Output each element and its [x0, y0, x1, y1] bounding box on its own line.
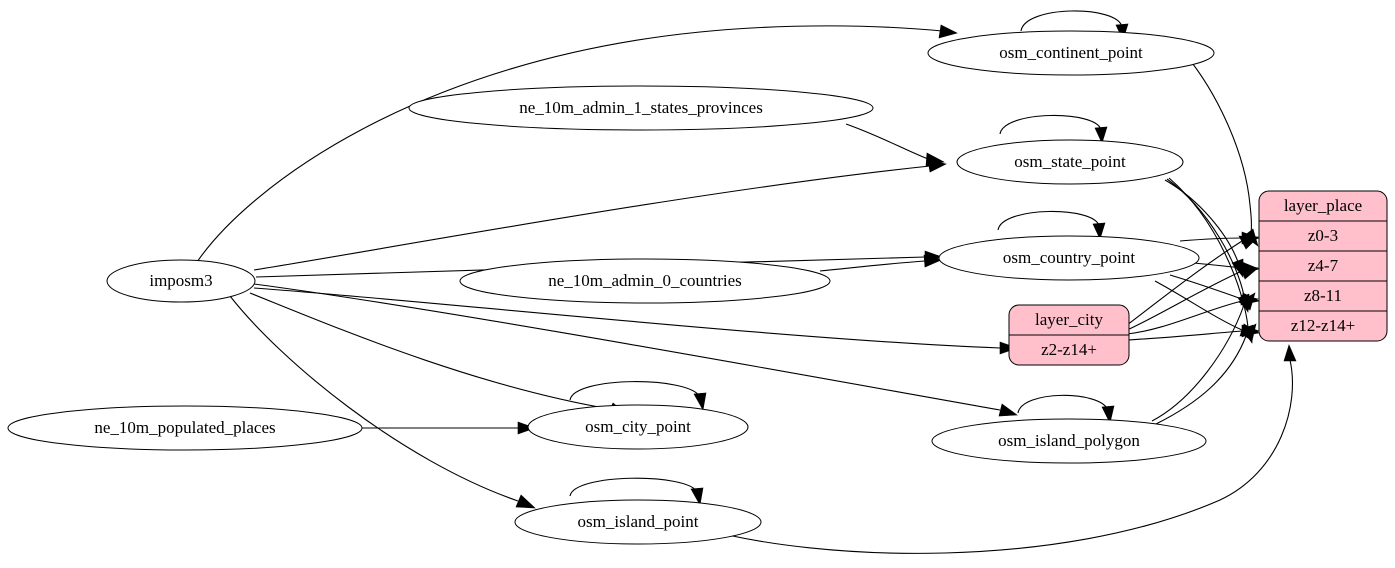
edge-imposm3-to-osm_state_point — [253, 165, 931, 271]
node-osm_city_point-shape[interactable] — [527, 404, 749, 450]
node-osm_state_point-shape[interactable] — [956, 139, 1184, 185]
node-osm_continent_point-shape[interactable] — [927, 30, 1215, 76]
node-osm_country_point[interactable]: osm_country_point — [938, 235, 1200, 281]
node-ne_populated-shape[interactable] — [7, 405, 363, 451]
node-layer: imposm3 ne_10m_admin_1_states_provinces … — [7, 30, 1215, 545]
edge-osm_island_polygon-to-z12-z14 — [1155, 335, 1247, 425]
node-osm_island_polygon[interactable]: osm_island_polygon — [931, 418, 1207, 464]
arrowhead-icon — [925, 152, 945, 167]
node-ne_countries-shape[interactable] — [459, 258, 831, 304]
node-imposm3-shape[interactable] — [106, 259, 256, 303]
node-ne_10m_populated_places[interactable]: ne_10m_populated_places — [7, 405, 363, 451]
arrowhead-icon — [938, 24, 958, 39]
node-osm_island_point[interactable]: osm_island_point — [514, 499, 762, 545]
arrowhead-icon — [1239, 264, 1259, 280]
selfloop-osm_continent_point — [1020, 10, 1123, 32]
edge-layer_city-to-z0-3 — [1126, 240, 1243, 326]
arrowhead-icon — [1101, 405, 1115, 424]
node-osm_island_polygon-shape[interactable] — [931, 418, 1207, 464]
selfloop-osm_island_polygon — [1017, 394, 1109, 414]
arrowhead-icon — [693, 392, 707, 411]
node-osm_continent_point[interactable]: osm_continent_point — [927, 30, 1215, 76]
edge-imposm3-to-layer_city — [253, 287, 1001, 349]
node-layer_place[interactable]: layer_place z0-3 z4-7 z8-11 z12-z14+ — [1258, 190, 1388, 342]
node-osm_country_point-shape[interactable] — [938, 235, 1200, 281]
node-ne_10m_admin_1_states_provinces[interactable]: ne_10m_admin_1_states_provinces — [408, 85, 874, 131]
arrowhead-icon — [1238, 235, 1259, 250]
edge-osm_country_point-to-z0-3 — [1179, 237, 1243, 242]
edge-layer_city-to-z4-7 — [1126, 270, 1243, 331]
node-osm_island_point-shape[interactable] — [514, 499, 762, 545]
selfloop-osm_island_point — [569, 477, 698, 497]
arrowhead-icon — [998, 403, 1018, 417]
edge-osm_state_point-to-z8-11 — [1166, 178, 1245, 297]
arrowhead-icon — [1092, 222, 1106, 240]
edge-imposm3-to-osm_continent_point — [196, 25, 943, 263]
node-ne_states-shape[interactable] — [408, 85, 874, 131]
edge-imposm3-to-osm_island_polygon — [253, 283, 1001, 411]
arrowhead-icon — [1283, 344, 1297, 362]
node-layer_city[interactable]: layer_city z2-z14+ — [1008, 304, 1130, 366]
arrowhead-icon — [690, 487, 704, 506]
selfloop-osm_state_point — [999, 114, 1102, 135]
edge-osm_country_point-to-z8-11 — [1169, 274, 1243, 300]
node-ne_10m_admin_0_countries[interactable]: ne_10m_admin_0_countries — [459, 258, 831, 304]
arrowhead-icon — [515, 494, 536, 509]
edge-layer_city-to-z12-z14 — [1126, 330, 1243, 341]
edge-layer_city-to-z8-11 — [1126, 300, 1243, 335]
edge-osm_island_point-to-z12-z14 — [699, 359, 1293, 554]
arrowhead-icon — [517, 421, 536, 435]
edge-osm_continent_point-to-z0-3 — [1184, 53, 1253, 239]
arrowhead-icon — [1238, 292, 1256, 311]
selfloop-osm_city_point — [569, 381, 701, 401]
edge-imposm3-to-osm_island_point — [229, 295, 519, 502]
edge-osm_country_point-to-z12-z14 — [1154, 280, 1243, 331]
edge-osm_state_point-to-z12-z14 — [1168, 177, 1249, 328]
arrowhead-icon — [923, 254, 942, 268]
edge-osm_state_point-to-z4-7 — [1164, 179, 1239, 263]
edge-imposm3-to-osm_city_point — [249, 292, 611, 410]
edge-ne_states-to-osm_state_point — [845, 123, 929, 160]
arrowhead-icon — [1094, 126, 1108, 144]
layer_place-box[interactable] — [1258, 190, 1388, 342]
arrowhead-icon — [1240, 323, 1257, 342]
node-osm_state_point[interactable]: osm_state_point — [956, 139, 1184, 185]
node-imposm3[interactable]: imposm3 — [106, 259, 256, 303]
node-osm_city_point[interactable]: osm_city_point — [527, 404, 749, 450]
edge-osm_island_polygon-to-z8-11 — [1151, 304, 1245, 422]
selfloop-osm_country_point — [997, 210, 1100, 231]
edge-ne_countries-to-osm_country_point — [819, 260, 926, 272]
